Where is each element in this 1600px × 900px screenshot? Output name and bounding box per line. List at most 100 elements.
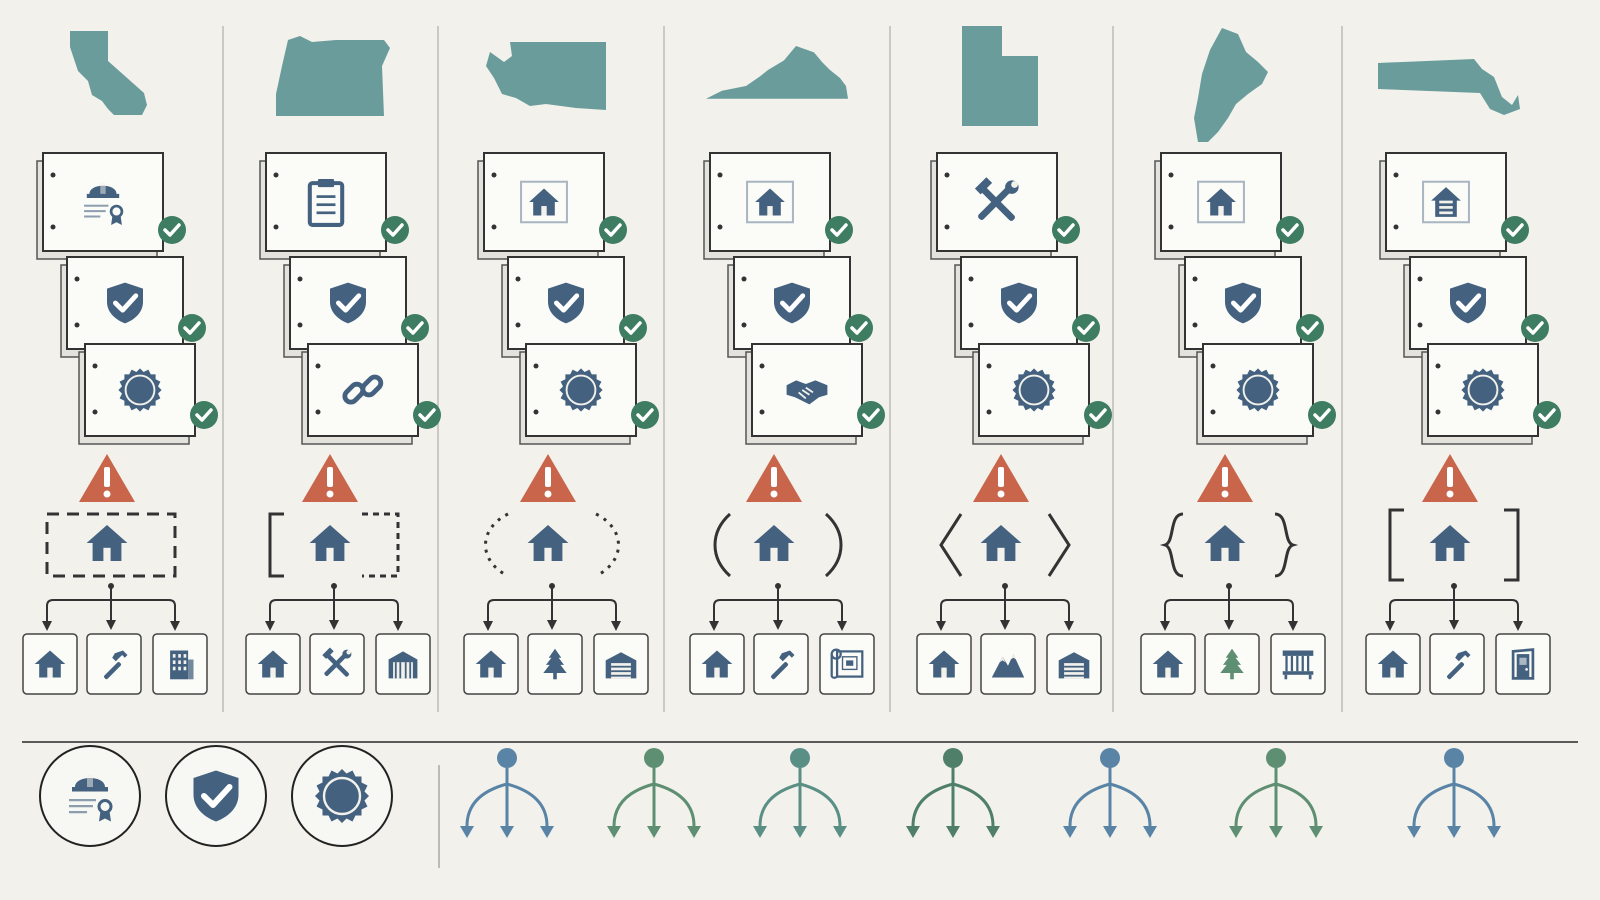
house-icon (1429, 525, 1471, 561)
warning-icon (1197, 454, 1253, 502)
warning-icon (79, 454, 135, 502)
state-column-oregon (245, 36, 442, 695)
branch-node-icon (607, 748, 701, 838)
seal-icon (313, 767, 371, 825)
sub-option-card (819, 633, 875, 695)
sub-option-card (1046, 633, 1102, 695)
check-badge-icon (177, 313, 207, 343)
requirement-document (301, 343, 442, 445)
sub-option-card (245, 633, 301, 695)
state-shape (962, 26, 1038, 126)
state-column-massachusetts (1365, 59, 1562, 695)
check-badge-icon (157, 215, 187, 245)
bracket-square-brackets (1388, 508, 1520, 582)
branch-arrows (265, 583, 403, 631)
bracket-half-dashed-box (268, 512, 400, 578)
requirement-document (60, 256, 207, 358)
legend-badge (291, 745, 393, 847)
warning-icon (1422, 454, 1478, 502)
requirement-document (745, 343, 886, 445)
requirement-document (1154, 152, 1305, 260)
sub-option-card (1495, 633, 1551, 695)
state-column-maine (1140, 28, 1337, 695)
seal-icon (1460, 367, 1506, 413)
state-column-utah (916, 26, 1113, 695)
check-badge-icon (598, 215, 628, 245)
check-badge-icon (824, 215, 854, 245)
requirement-document (1178, 256, 1325, 358)
sub-option-card (1365, 633, 1421, 695)
state-shape (1194, 28, 1268, 142)
state-map-oregon (276, 36, 390, 116)
state-map-utah (962, 26, 1038, 126)
branch-node-icon (1407, 748, 1501, 838)
check-badge-icon (618, 313, 648, 343)
requirement-document (477, 152, 628, 260)
bracket-dotted-parens (484, 512, 620, 578)
house-icon (753, 525, 795, 561)
requirement-document (930, 152, 1081, 260)
sub-option-card (689, 633, 745, 695)
state-columns (22, 26, 1562, 695)
check-badge-icon (856, 400, 886, 430)
bracket-dashed-box (45, 512, 177, 578)
sub-option-card (463, 633, 519, 695)
requirement-document (36, 152, 187, 260)
requirement-document (972, 343, 1113, 445)
sub-option-card (1270, 633, 1326, 695)
bracket-parens (713, 512, 843, 578)
sub-option-card (980, 633, 1036, 695)
requirement-document (259, 152, 410, 260)
sub-option-card (1429, 633, 1485, 695)
branch-arrows (1385, 583, 1523, 631)
sub-option-card (593, 633, 649, 695)
branch-node-icon (906, 748, 1000, 838)
requirement-document (501, 256, 648, 358)
sub-option-card (916, 633, 972, 695)
check-badge-icon (1500, 215, 1530, 245)
state-map-maine (1194, 28, 1268, 142)
requirement-document (1196, 343, 1337, 445)
state-map-massachusetts (1378, 59, 1520, 115)
house-icon (527, 525, 569, 561)
state-column-washington (463, 42, 660, 695)
sub-option-card (1204, 633, 1260, 695)
requirement-document (1379, 152, 1530, 260)
check-badge-icon (1307, 400, 1337, 430)
legend-badge (165, 745, 267, 847)
legend-badge (39, 745, 141, 847)
requirement-document (1403, 256, 1550, 358)
requirement-document (283, 256, 430, 358)
requirement-document (78, 343, 219, 445)
requirement-document (954, 256, 1101, 358)
branch-node-icon (1063, 748, 1157, 838)
check-badge-icon (630, 400, 660, 430)
branch-node-icon (460, 748, 554, 838)
sub-option-card (309, 633, 365, 695)
check-badge-icon (1520, 313, 1550, 343)
check-badge-icon (189, 400, 219, 430)
state-shape (1378, 59, 1520, 115)
state-map-virginia (706, 46, 848, 99)
sub-option-card (1140, 633, 1196, 695)
seal-icon (1235, 367, 1281, 413)
warning-icon (520, 454, 576, 502)
state-column-california (22, 31, 219, 695)
seal-icon (1011, 367, 1057, 413)
state-shape (486, 42, 606, 110)
sub-option-card (375, 633, 431, 695)
branch-node-icon (1229, 748, 1323, 838)
state-map-california (70, 31, 147, 115)
seal-icon (117, 367, 163, 413)
check-badge-icon (1532, 400, 1562, 430)
check-badge-icon (844, 313, 874, 343)
requirement-document (1421, 343, 1562, 445)
warning-icon (302, 454, 358, 502)
sub-option-card (86, 633, 142, 695)
state-column-virginia (689, 46, 886, 695)
column-dividers (222, 26, 1343, 712)
state-shape (706, 46, 848, 99)
branch-arrows (1160, 583, 1298, 631)
